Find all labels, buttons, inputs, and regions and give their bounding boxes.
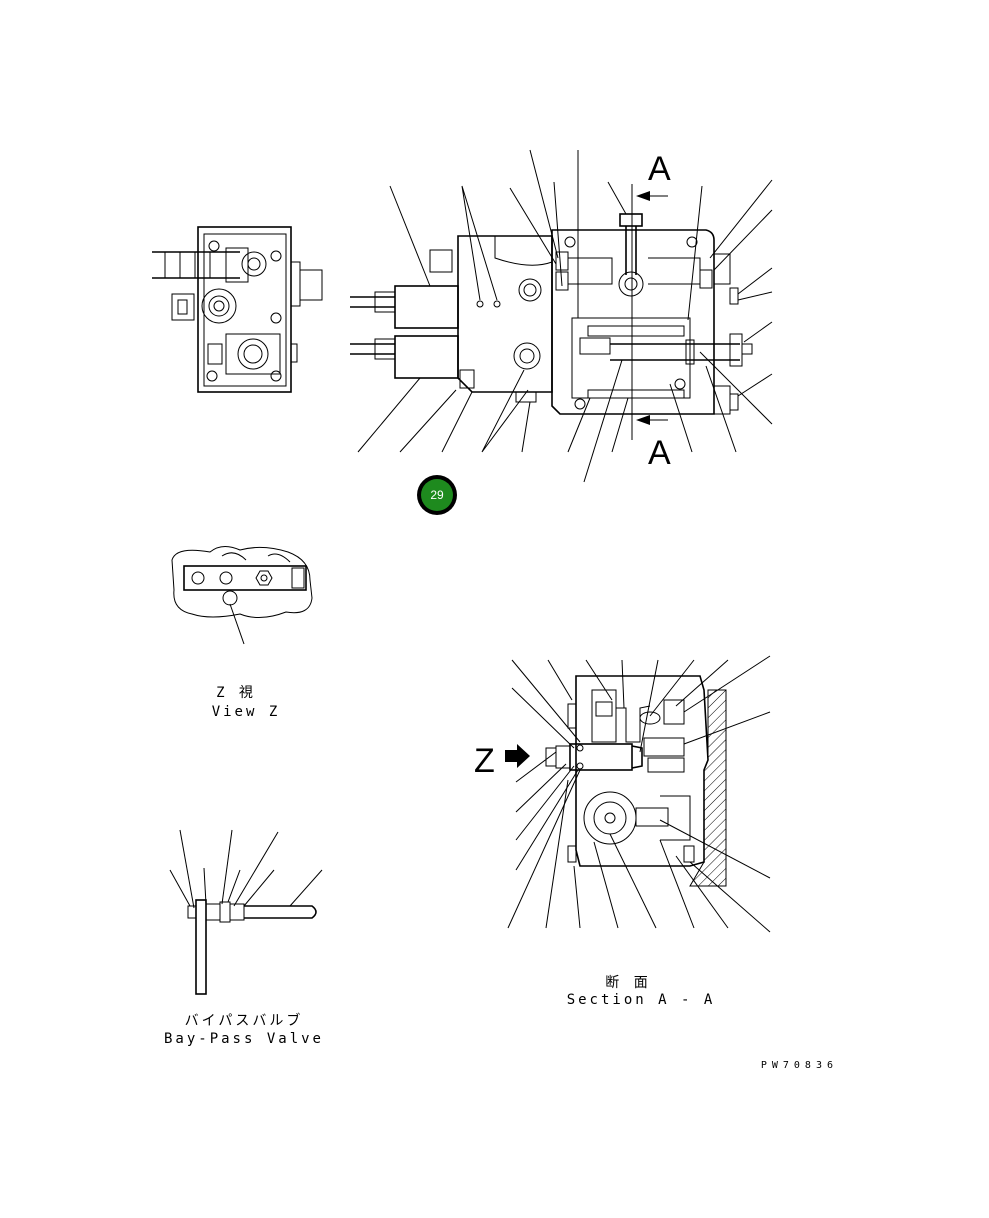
- drawing-number: PW70836: [761, 1060, 838, 1071]
- side-view-valve-block: [152, 226, 323, 393]
- front-view-valve-assembly: [350, 149, 773, 483]
- section-z-marker: Z: [474, 742, 495, 780]
- callout-badge-29[interactable]: 29: [417, 475, 457, 515]
- section-marker-top: A: [648, 150, 671, 188]
- section-aa-label-jp: 断 面: [605, 975, 650, 991]
- bypass-valve-drawing: [169, 829, 323, 995]
- section-marker-bottom: A: [648, 434, 671, 472]
- view-z-drawing: [171, 546, 313, 645]
- bypass-valve-label-jp: バイパスバルブ: [185, 1012, 304, 1029]
- section-aa-label-en: Section A - A: [567, 992, 716, 1008]
- callout-badge-number: 29: [430, 488, 444, 502]
- bypass-valve-label-en: Bay-Pass Valve: [164, 1031, 324, 1047]
- callout-badge-fill: [421, 479, 453, 511]
- view-z-label-en: View Z: [212, 704, 281, 720]
- section-aa-drawing: [505, 655, 771, 933]
- view-z-label-jp: Z 視: [216, 685, 256, 701]
